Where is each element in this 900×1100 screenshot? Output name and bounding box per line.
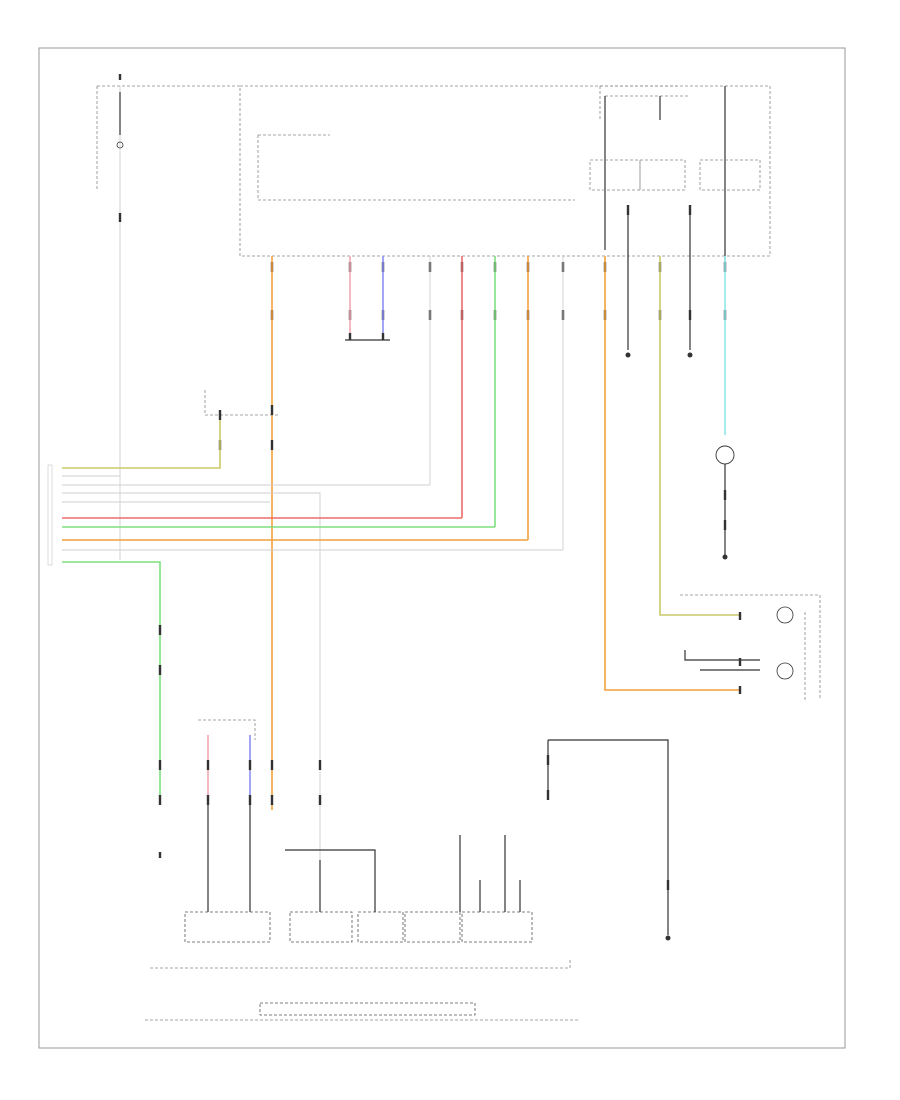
relay-block-right: [546, 594, 821, 941]
vertical-wires: [271, 256, 740, 810]
left-wire-labels: [47, 464, 53, 566]
fuse-block-left: [96, 74, 240, 560]
lamp-right: [715, 445, 735, 560]
wire-olive: [659, 256, 740, 616]
bottom-modules: [145, 835, 580, 1021]
control-unit-box: [239, 85, 771, 257]
horizontal-bus: [62, 475, 563, 860]
fuse-block-right: [589, 85, 761, 358]
connector-row-top: [270, 262, 727, 320]
sensor-top-center: [345, 333, 390, 341]
diagram-border: [38, 47, 846, 1049]
sensor-lower-left: [198, 719, 322, 912]
wire-orange-right: [604, 256, 740, 691]
junction-connector-left: [62, 390, 280, 469]
